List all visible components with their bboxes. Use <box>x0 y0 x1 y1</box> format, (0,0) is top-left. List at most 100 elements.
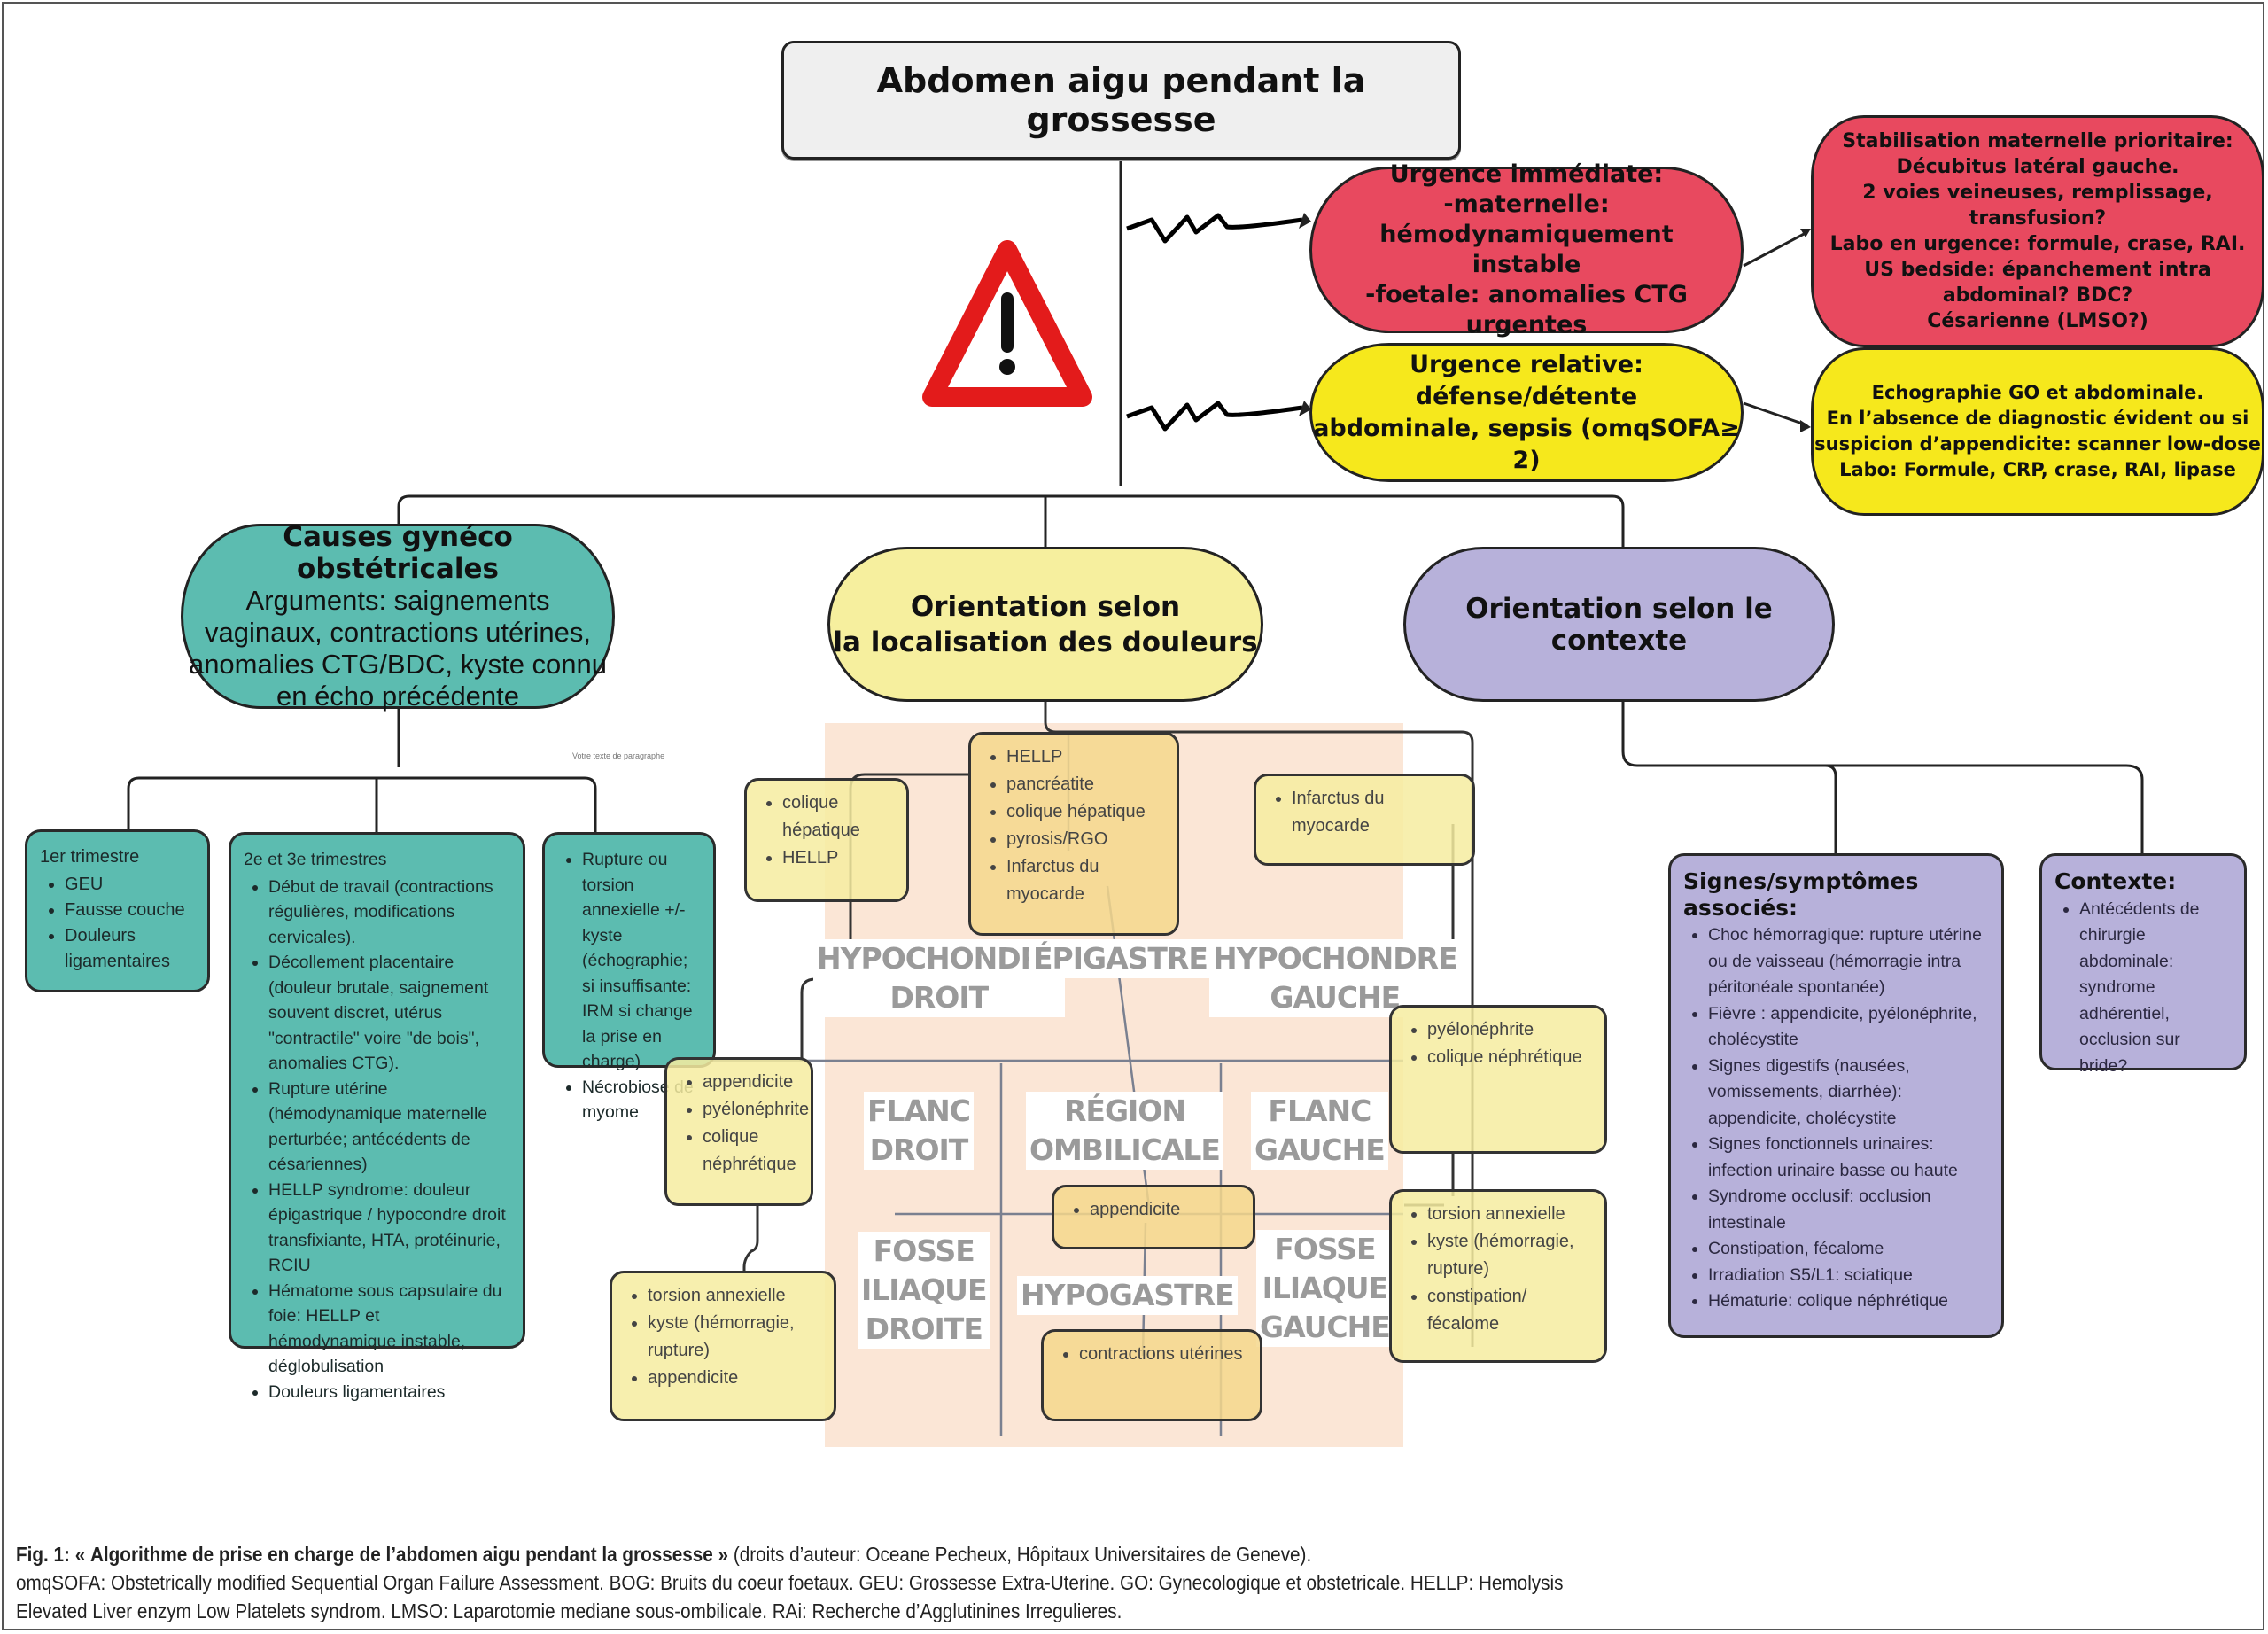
pain-card-hypogastre: contractions utérines <box>1041 1329 1262 1421</box>
list-item: Début de travail (contractions régulière… <box>268 875 510 951</box>
urgence-immediate-line: -maternelle: hémodynamiquement <box>1379 191 1674 248</box>
stabilisation-line: Labo en urgence: formule, crase, RAI. <box>1829 233 2246 255</box>
pain-card-epigastre: HELLP pancréatite colique hépatique pyro… <box>968 732 1179 936</box>
list-item: Infarctus du myocarde <box>1292 785 1462 840</box>
causes-arguments: Arguments: saignements vaginaux, contrac… <box>188 584 608 712</box>
region-hypochondre-droit: HYPOCHONDRE DROIT <box>813 939 1065 1017</box>
pain-card-flanc-gauche: pyélonéphrite colique néphrétique <box>1389 1005 1607 1154</box>
list-item: kyste (hémorragie, rupture) <box>648 1310 823 1365</box>
list-item: Syndrome occlusif: occlusion intestinale <box>1708 1184 1989 1236</box>
stabilisation-line: Décubitus latéral gauche. <box>1896 156 2179 178</box>
region-label: DROITE <box>865 1311 983 1346</box>
stabilisation-line: Césarienne (LMSO?) <box>1927 310 2148 332</box>
list-item: Douleurs ligamentaires <box>65 923 195 975</box>
list-item: colique néphrétique <box>1427 1044 1594 1071</box>
pain-card-ombilicale: appendicite <box>1052 1185 1255 1249</box>
echographie-line: En l’absence de diagnostic évident ou si <box>1826 408 2249 429</box>
trimestre1-title: 1er trimestre <box>40 847 140 867</box>
urgence-immediate-line: instable <box>1472 251 1581 278</box>
region-label: GAUCHE <box>1254 1132 1386 1167</box>
list-item: Douleurs ligamentaires <box>268 1380 510 1405</box>
list-item: pyrosis/RGO <box>1006 826 1166 853</box>
urgence-immediate-box: Urgence immédiate: -maternelle: hémodyna… <box>1309 160 1744 338</box>
signes-title: Signes/symptômes associés: <box>1683 868 1919 921</box>
region-flanc-droit: FLANC DROIT <box>864 1092 974 1170</box>
urgence-relative-box: Urgence relative: défense/détente abdomi… <box>1309 343 1744 482</box>
region-label: HYPOCHONDRE <box>1213 941 1458 976</box>
trimestre23-title: 2e et 3e trimestres <box>244 850 387 869</box>
list-item: Fausse couche <box>65 898 195 923</box>
caption-line-1: Fig. 1: « Algorithme de prise en charge … <box>16 1540 2025 1568</box>
list-item: pancréatite <box>1006 771 1166 798</box>
region-hypogastre: HYPOGASTRE <box>1017 1276 1238 1315</box>
stabilisation-line: US bedside: épanchement intra <box>1864 259 2211 281</box>
list-item: colique néphrétique <box>703 1124 800 1179</box>
echographie-line: suspicion d’appendicite: scanner low-dos… <box>1814 433 2261 455</box>
figure-caption: Fig. 1: « Algorithme de prise en charge … <box>16 1540 2025 1625</box>
echographie-line: Labo: Formule, CRP, crase, RAI, lipase <box>1839 459 2236 480</box>
stabilisation-line: abdominal? BDC? <box>1942 284 2133 307</box>
region-label: HYPOCHONDRE <box>817 941 1062 976</box>
echographie-line: Echographie GO et abdominale. <box>1871 382 2204 403</box>
stabilisation-line: transfusion? <box>1969 207 2107 230</box>
list-item: Fièvre : appendicite, pyélonéphrite, cho… <box>1708 1001 1989 1054</box>
orientation-localisation-line: la localisation des douleurs <box>833 626 1258 658</box>
region-label: GAUCHE <box>1260 1310 1391 1344</box>
orientation-localisation-box: Orientation selon la localisation des do… <box>827 547 1263 702</box>
list-item: Hématurie: colique néphrétique <box>1708 1288 1989 1315</box>
list-item: Décollement placentaire (douleur brutale… <box>268 950 510 1077</box>
region-label: RÉGION <box>1063 1093 1186 1128</box>
region-label: ILIAQUE <box>1262 1271 1389 1305</box>
caption-line-3: Elevated Liver enzym Low Platelets syndr… <box>16 1599 1122 1622</box>
list-item: Rupture utérine (hémodynamique maternell… <box>268 1077 510 1178</box>
echographie-box: Echographie GO et abdominale. En l’absen… <box>1811 347 2264 516</box>
region-label: FOSSE <box>873 1233 975 1268</box>
region-epigastre: ÉPIGASTRE <box>1029 939 1211 978</box>
region-label: ILIAQUE <box>861 1272 988 1307</box>
list-item: Infarctus du myocarde <box>1006 853 1166 908</box>
caption-line-2: omqSOFA: Obstetrically modified Sequenti… <box>16 1571 1564 1594</box>
urgence-relative-line: Urgence relative: défense/détente <box>1410 350 1643 410</box>
region-fosse-iliaque-gauche: FOSSE ILIAQUE GAUCHE <box>1256 1230 1394 1347</box>
list-item: contractions utérines <box>1079 1341 1249 1368</box>
list-item: kyste (hémorragie, rupture) <box>1427 1228 1594 1283</box>
caption-figure-label: Fig. 1: « Algorithme de prise en charge … <box>16 1543 729 1566</box>
list-item: colique hépatique <box>782 790 896 844</box>
list-item: GEU <box>65 872 195 898</box>
region-flanc-gauche: FLANC GAUCHE <box>1251 1092 1388 1170</box>
orientation-contexte-label: Orientation selon le contexte <box>1465 592 1773 657</box>
list-item: pyélonéphrite <box>703 1096 809 1124</box>
list-item: appendicite <box>648 1365 823 1392</box>
list-item: Signes fonctionnels urinaires: infection… <box>1708 1132 1989 1184</box>
stabilisation-line: Stabilisation maternelle prioritaire: <box>1842 130 2233 152</box>
list-item: Choc hémorragique: rupture utérine ou de… <box>1708 922 1989 1001</box>
pain-card-hypochondre-droit: colique hépatique HELLP <box>744 778 909 902</box>
causes-title: Causes gynéco obstétricales <box>283 520 513 585</box>
list-item: Rupture ou torsion annexielle +/- kyste … <box>582 847 701 1075</box>
list-item: constipation/ fécalome <box>1427 1283 1594 1338</box>
region-label: FOSSE <box>1274 1232 1376 1266</box>
placeholder-paragraph-text: Votre texte de paragraphe <box>572 751 665 760</box>
list-item: HELLP syndrome: douleur épigastrique / h… <box>268 1178 510 1279</box>
list-item: HELLP <box>1006 743 1166 771</box>
region-label: DROIT <box>889 980 989 1015</box>
pain-card-flanc-droit: appendicite pyélonéphrite colique néphré… <box>664 1057 813 1206</box>
urgence-relative-line: abdominale, sepsis (omqSOFA≥ 2) <box>1313 414 1740 474</box>
pain-card-fosse-iliaque-gauche: torsion annexielle kyste (hémorragie, ru… <box>1389 1189 1607 1363</box>
pain-card-fosse-iliaque-droite: torsion annexielle kyste (hémorragie, ru… <box>610 1271 836 1421</box>
urgence-immediate-line: -foetale: anomalies CTG urgentes <box>1365 281 1688 338</box>
region-label: FLANC <box>867 1093 971 1128</box>
contexte-title: Contexte: <box>2054 868 2177 894</box>
causes-gyneco-box: Causes gynéco obstétricales Arguments: s… <box>181 520 615 712</box>
region-label: GAUCHE <box>1270 980 1401 1015</box>
rupture-torsion-card: Rupture ou torsion annexielle +/- kyste … <box>542 832 716 1122</box>
list-item: torsion annexielle <box>1427 1201 1594 1228</box>
orientation-contexte-box: Orientation selon le contexte <box>1403 547 1835 702</box>
signes-symptomes-card: Signes/symptômes associés: Choc hémorrag… <box>1668 853 2004 1338</box>
caption-credit: (droits d’auteur: Oceane Pecheux, Hôpita… <box>728 1543 1312 1566</box>
stabilisation-box: Stabilisation maternelle prioritaire: Dé… <box>1811 115 2264 347</box>
region-hypochondre-gauche: HYPOCHONDRE GAUCHE <box>1209 939 1461 1017</box>
stabilisation-line: 2 voies veineuses, remplissage, <box>1862 182 2213 204</box>
region-fosse-iliaque-droite: FOSSE ILIAQUE DROITE <box>858 1232 990 1349</box>
region-label: FLANC <box>1268 1093 1371 1128</box>
